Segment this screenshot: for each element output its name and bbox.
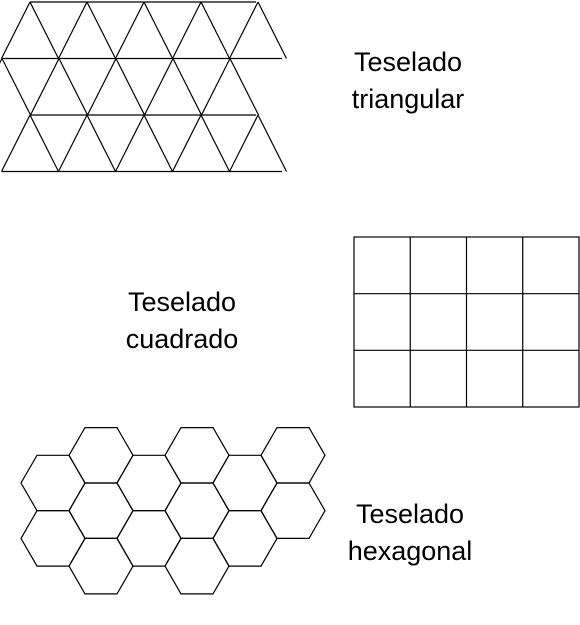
triangle-edge — [86, 114, 117, 172]
square-label-line1: Teselado — [127, 287, 237, 317]
triangle-edge — [1, 58, 32, 116]
triangle-edge — [143, 1, 174, 59]
triangle-edge — [257, 114, 288, 172]
triangle-edge — [0, 114, 31, 172]
triangular-label-line1: Teselado — [353, 47, 463, 77]
triangle-edge — [0, 1, 31, 59]
triangle-edge — [57, 1, 88, 59]
triangle-edge — [29, 114, 60, 172]
square-label: Teselado cuadrado — [112, 284, 252, 358]
triangular-label-line2: triangular — [351, 84, 465, 114]
hexagonal-label-line1: Teselado — [355, 499, 465, 529]
triangle-grid — [0, 1, 288, 173]
hexagon — [116, 454, 182, 512]
triangle-edge — [114, 1, 145, 59]
hexagonal-label: Teselado hexagonal — [340, 496, 480, 570]
triangle-edge — [200, 1, 231, 59]
hexagon — [260, 482, 326, 540]
hexagon — [20, 510, 86, 567]
hexagon — [116, 510, 182, 567]
triangle-edge — [86, 58, 117, 116]
triangle-edge — [257, 1, 288, 59]
triangle-edge — [172, 58, 203, 116]
hexagon — [68, 427, 134, 484]
triangle-edge — [143, 58, 174, 116]
square-grid — [353, 236, 580, 408]
hexagon — [260, 427, 326, 484]
square-label-line2: cuadrado — [125, 324, 239, 354]
triangle-edge — [0, 58, 3, 64]
hexagon — [164, 427, 230, 484]
triangle-edge — [86, 1, 117, 59]
triangle-edge — [171, 114, 202, 172]
hexagon — [164, 537, 230, 595]
triangle-edge — [29, 1, 60, 59]
hexagon — [212, 510, 278, 567]
triangle-edge — [200, 58, 231, 116]
hexagon — [68, 482, 134, 540]
hexagon — [20, 454, 86, 512]
triangle-edge — [228, 114, 259, 172]
triangle-edge — [57, 114, 88, 172]
triangle-edge — [115, 58, 146, 116]
triangle-edge — [29, 58, 60, 116]
triangle-edge — [228, 1, 259, 59]
hexagon-grid — [20, 427, 326, 595]
hexagon — [164, 482, 230, 540]
hexagon — [68, 537, 134, 595]
triangle-edge — [200, 114, 231, 172]
hexagonal-label-line2: hexagonal — [347, 536, 473, 566]
triangular-label: Teselado triangular — [338, 44, 478, 118]
triangle-edge — [229, 58, 260, 116]
triangle-edge — [58, 58, 89, 116]
hexagon — [212, 454, 278, 512]
triangle-edge — [114, 114, 145, 172]
triangle-edge — [171, 1, 202, 59]
triangle-edge — [143, 114, 174, 172]
